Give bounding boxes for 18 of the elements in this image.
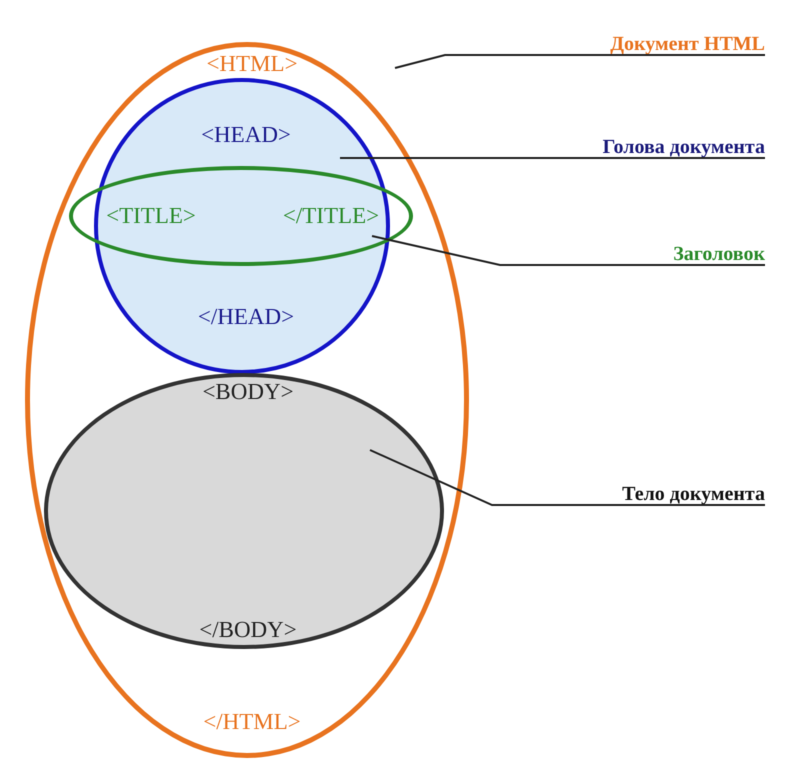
leader-line [394,54,765,69]
tag-text: </HEAD> [198,304,294,330]
tag-text: <BODY> [202,379,294,405]
callout-label: Документ HTML [610,33,765,55]
leader-line [370,449,765,506]
leader-line [340,157,765,159]
tag-text: <HTML> [206,51,298,77]
html-ellipse [25,42,469,758]
tag-text: </TITLE> [282,203,380,229]
callout-label: Голова документа [602,136,765,158]
callout-label: Заголовок [673,243,765,265]
title-ellipse [69,166,413,266]
leader-line [372,235,765,266]
callout-label: Тело документа [622,483,765,505]
tag-text: </BODY> [199,617,297,643]
tag-text: </HTML> [203,709,301,735]
tag-text: <TITLE> [106,203,196,229]
tag-text: <HEAD> [201,122,291,148]
